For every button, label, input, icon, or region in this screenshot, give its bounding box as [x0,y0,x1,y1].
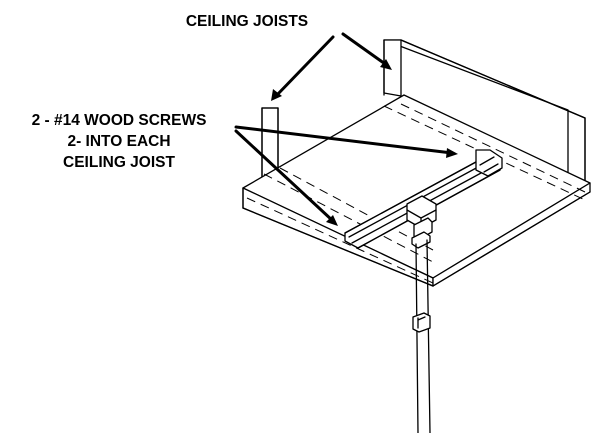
joist-arrows [271,32,392,101]
ceiling-panel [242,94,591,287]
screw-arrows [234,125,458,226]
screws-label-line2: 2- INTO EACH [67,133,170,150]
screws-label-line3: CEILING JOIST [63,154,175,171]
screws-label-line1: 2 - #14 WOOD SCREWS [32,112,207,129]
ceiling-joists-label: CEILING JOISTS [186,13,308,30]
down-rod [412,239,431,433]
